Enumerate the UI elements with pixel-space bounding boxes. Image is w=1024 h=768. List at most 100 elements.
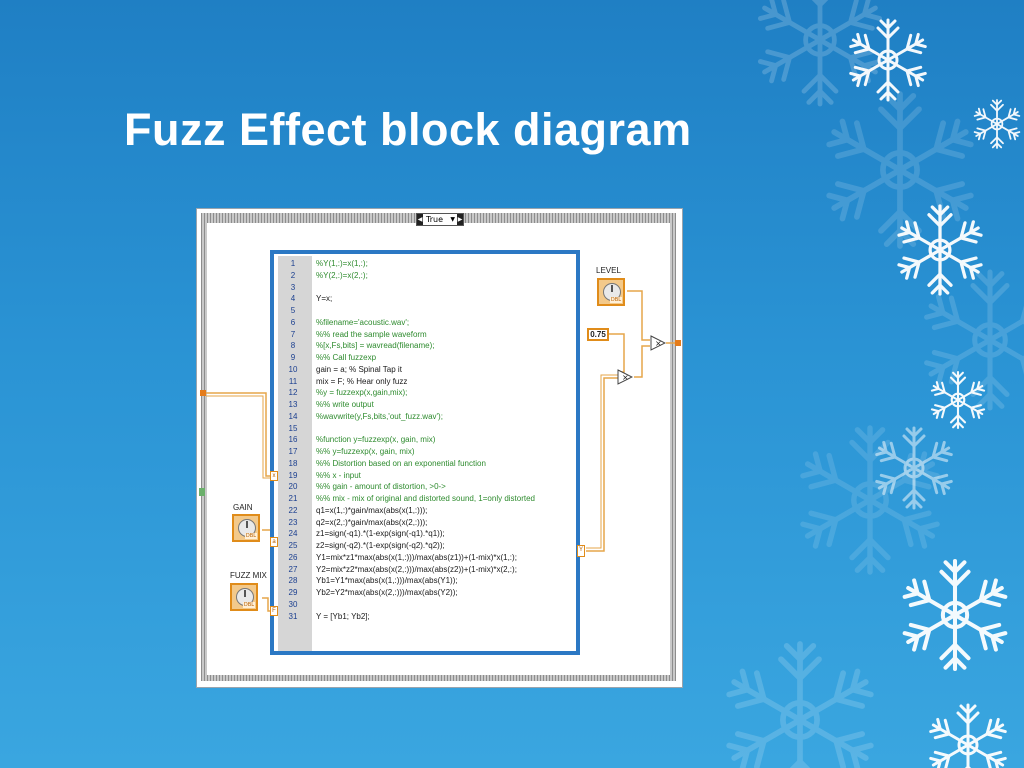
line-number: 26	[288, 552, 298, 562]
code-line[interactable]: 6%filename='acoustic.wav';	[278, 317, 574, 328]
code-line[interactable]: 26 Y1=mix*z1*max(abs(x(1,:)))/max(abs(z1)…	[278, 552, 574, 563]
terminal-mix-f[interactable]: F	[270, 606, 278, 616]
code-line[interactable]: 11 mix = F; % Hear only fuzz	[278, 376, 574, 387]
level-label: LEVEL	[596, 266, 621, 275]
wire-x-input-shadow	[206, 395, 272, 479]
code-line[interactable]: 17 %% y=fuzzexp(x, gain, mix)	[278, 446, 574, 457]
code-line[interactable]: 19%% x - input	[278, 470, 574, 481]
code-line[interactable]: 31 Y = [Yb1; Yb2];	[278, 611, 574, 622]
code-line[interactable]: 9%% Call fuzzexp	[278, 352, 574, 363]
code-line[interactable]: 30	[278, 599, 574, 610]
code-text: Yb2=Y2*max(abs(x(2,:)))/max(abs(Y2));	[316, 588, 458, 597]
code-line[interactable]: 16%function y=fuzzexp(x, gain, mix)	[278, 434, 574, 445]
line-number: 25	[288, 541, 298, 550]
line-number: 23	[288, 517, 298, 527]
terminal-y[interactable]: Y	[577, 545, 585, 557]
code-text: Y = [Yb1; Yb2];	[316, 611, 370, 621]
gain-knob-control[interactable]: DBL	[232, 514, 260, 542]
code-line[interactable]: 4 Y=x;	[278, 293, 574, 304]
code-line[interactable]: 1 %Y(1,:)=x(1,:);	[278, 258, 574, 269]
line-number: 22	[288, 505, 298, 515]
terminal-x[interactable]: x	[270, 471, 278, 481]
code-text: %function y=fuzzexp(x, gain, mix)	[316, 435, 436, 445]
multiply-node[interactable]: ×	[617, 369, 633, 385]
code-text: Y1=mix*z1*max(abs(x(1,:)))/max(abs(z1))+…	[316, 552, 517, 562]
code-text: mix = F; % Hear only fuzz	[316, 376, 408, 386]
decrement-arrow-icon[interactable]: ◀	[417, 214, 423, 225]
code-line[interactable]: 12%y = fuzzexp(x,gain,mix);	[278, 387, 574, 398]
output-tunnel	[675, 340, 681, 346]
line-number: 4	[290, 294, 296, 304]
case-tunnel	[199, 488, 205, 496]
code-text: q1=x(1,:)*gain/max(abs(x(1,:)));	[316, 505, 428, 515]
code-line[interactable]: 14%wavwrite(y,Fs,bits,'out_fuzz.wav');	[278, 411, 574, 422]
code-line[interactable]: 22 q1=x(1,:)*gain/max(abs(x(1,:)));	[278, 505, 574, 516]
code-text: %% Distortion based on an exponential fu…	[316, 458, 486, 468]
dbl-type-badge: DBL	[609, 297, 622, 303]
line-number: 11	[288, 376, 298, 386]
wire-x-input	[206, 392, 272, 477]
multiply-node[interactable]: ×	[650, 335, 666, 351]
code-line[interactable]: 3	[278, 282, 574, 293]
code-text: Y=x;	[316, 294, 333, 304]
line-number: 17	[288, 447, 298, 456]
code-text: Yb1=Y1*max(abs(x(1,:)))/max(abs(Y1));	[316, 576, 458, 586]
code-text: %% mix - mix of original and distorted s…	[316, 494, 535, 503]
code-text: %Y(1,:)=x(1,:);	[316, 259, 368, 268]
code-line[interactable]: 28 Yb1=Y1*max(abs(x(1,:)))/max(abs(Y1));	[278, 575, 574, 586]
line-number: 6	[290, 317, 296, 327]
line-number: 21	[288, 494, 298, 503]
code-line[interactable]: 8%[x,Fs,bits] = wavread(filename);	[278, 340, 574, 351]
code-line[interactable]: 25 z2=sign(-q2).*(1-exp(sign(-q2).*q2));	[278, 540, 574, 551]
level-knob-control[interactable]: DBL	[597, 278, 625, 306]
increment-arrow-icon[interactable]: ▶	[457, 214, 463, 225]
dropdown-arrow-icon[interactable]: ▼	[450, 216, 455, 223]
code-line[interactable]: 5	[278, 305, 574, 316]
line-number: 13	[288, 400, 298, 409]
wire-level	[627, 290, 650, 341]
code-text: z2=sign(-q2).*(1-exp(sign(-q2).*q2));	[316, 541, 445, 550]
multiply-symbol: ×	[622, 373, 629, 382]
line-number: 12	[288, 388, 298, 398]
code-line[interactable]: 2%Y(2,:)=x(2,:);	[278, 270, 574, 281]
line-number: 14	[288, 411, 298, 421]
line-number: 15	[288, 423, 298, 433]
fuzz-mix-label: FUZZ MIX	[230, 571, 267, 580]
input-tunnel	[200, 390, 206, 396]
code-text: %[x,Fs,bits] = wavread(filename);	[316, 341, 435, 351]
slide-title: Fuzz Effect block diagram	[124, 104, 692, 155]
line-number: 30	[288, 599, 298, 609]
fuzz-mix-knob-control[interactable]: DBL	[230, 583, 258, 611]
line-number: 28	[288, 576, 298, 586]
line-number: 19	[288, 470, 298, 480]
code-text: %% read the sample waveform	[316, 329, 427, 339]
case-selector[interactable]: ◀ True ▼ ▶	[416, 213, 464, 226]
line-number: 1	[290, 259, 296, 268]
code-text: %Y(2,:)=x(2,:);	[316, 270, 368, 280]
code-line[interactable]: 7 %% read the sample waveform	[278, 329, 574, 340]
line-number: 24	[288, 529, 298, 539]
case-selector-value: True	[426, 215, 443, 224]
code-line[interactable]: 13%% write output	[278, 399, 574, 410]
terminal-gain-a[interactable]: a	[270, 537, 278, 547]
line-number: 20	[288, 482, 298, 492]
numeric-constant[interactable]: 0.75	[587, 328, 609, 341]
line-number: 7	[290, 329, 296, 339]
code-line[interactable]: 18%% Distortion based on an exponential …	[278, 458, 574, 469]
line-number-gutter	[278, 256, 312, 651]
code-text: %% y=fuzzexp(x, gain, mix)	[316, 447, 415, 456]
wire-y-output	[586, 377, 618, 552]
multiply-symbol: ×	[655, 339, 662, 348]
code-line[interactable]: 20%% gain - amount of distortion, >0->	[278, 481, 574, 492]
line-number: 31	[288, 611, 298, 621]
code-line[interactable]: 21 %% mix - mix of original and distorted…	[278, 493, 574, 504]
wire-y-output-shadow	[586, 374, 618, 549]
code-line[interactable]: 15	[278, 423, 574, 434]
line-number: 10	[288, 364, 298, 374]
